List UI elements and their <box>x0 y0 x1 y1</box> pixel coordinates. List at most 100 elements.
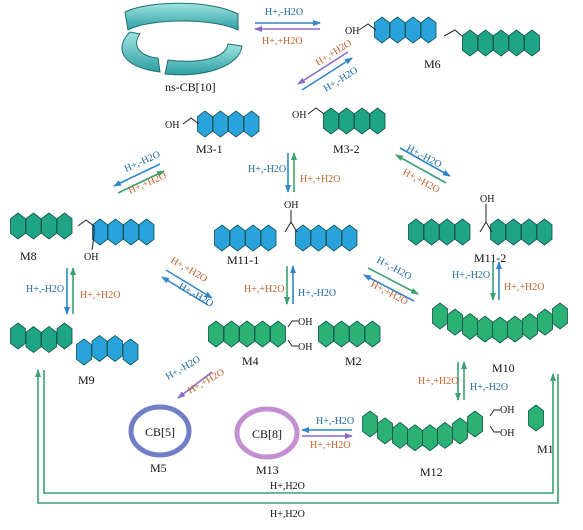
cb8-label: CB[8] <box>252 427 282 441</box>
cond-m8-m9-left: H+,-H2O <box>26 284 64 295</box>
glycoluril-unit <box>318 320 334 348</box>
glycoluril-unit <box>56 322 73 350</box>
arrows <box>35 20 559 504</box>
glycoluril-unit <box>138 218 155 246</box>
glycoluril-unit <box>10 322 26 350</box>
glycoluril-unit <box>452 417 468 445</box>
cond-bottom-2: H+,H2O <box>270 509 305 520</box>
glycoluril-unit <box>362 410 378 438</box>
glycoluril-unit <box>92 218 108 246</box>
molecule-m4 <box>208 320 286 348</box>
glycoluril-unit <box>243 110 260 138</box>
cb5-label: CB[5] <box>145 425 175 439</box>
label-m3-1: M3-1 <box>196 142 223 156</box>
glycoluril-unit <box>208 320 224 348</box>
cond-m3-1-m8-top: H+,-H2O <box>123 149 162 175</box>
condition-labels: H+,-H2O H+,+H2O H+,+H2O H+,-H2O H+,-H2O … <box>26 7 544 520</box>
cond-m6-m3-bottom: H+,-H2O <box>322 65 360 95</box>
glycoluril-unit <box>467 410 483 438</box>
glycoluril-unit <box>295 224 311 252</box>
molecule-m3-1 <box>197 110 260 138</box>
glycoluril-unit <box>552 302 568 330</box>
arrow-m8-to-m3-1 <box>117 170 165 194</box>
cond-m3-1-m8-bottom: H+,+H2O <box>127 170 168 197</box>
glycoluril-unit <box>260 224 277 252</box>
glycoluril-unit <box>10 212 26 240</box>
molecule-m8 <box>10 212 155 246</box>
glycoluril-unit <box>41 212 57 240</box>
cond-bottom-1: H+,H2O <box>270 481 305 492</box>
label-m9: M9 <box>78 373 95 387</box>
molecule-m12 <box>362 410 483 452</box>
cond-m11-m4-left: H+,+H2O <box>244 284 284 295</box>
arrow-m11-2-to-m3-2 <box>395 154 447 184</box>
molecule-m3-2 <box>323 107 386 135</box>
glycoluril-unit <box>437 421 453 449</box>
arrow-m6-to-m3 <box>297 51 349 85</box>
label-m5: M5 <box>150 461 167 475</box>
oh-m11-1: OH <box>284 200 298 211</box>
oh-m3-2: OH <box>292 110 306 121</box>
glycoluril-unit <box>492 316 508 344</box>
glycoluril-unit <box>447 308 463 336</box>
glycoluril-unit <box>505 218 522 246</box>
arrow-m3-2-to-m11-2 <box>399 147 451 177</box>
glycoluril-unit <box>107 334 123 362</box>
glycoluril-unit <box>408 218 424 246</box>
glycoluril-unit <box>389 16 406 44</box>
label-m4: M4 <box>242 354 259 368</box>
glycoluril-unit <box>477 29 494 57</box>
glycoluril-unit <box>405 16 421 44</box>
glycoluril-unit <box>214 224 230 252</box>
cond-cb10-m6-bottom: H+,+H2O <box>262 36 302 47</box>
arrow-m9-to-m10-loop <box>43 370 556 494</box>
arrow-m3-to-m6 <box>301 57 353 91</box>
glycoluril-unit <box>223 320 240 348</box>
glycoluril-unit <box>254 320 271 348</box>
cond-m3-m11-right: H+,+H2O <box>300 174 340 185</box>
oh-m12-top: OH <box>500 405 514 416</box>
glycoluril-unit <box>197 110 213 138</box>
glycoluril-unit <box>521 218 537 246</box>
glycoluril-unit <box>239 320 255 348</box>
arrow-m4-to-m5 <box>177 371 213 399</box>
oh-m6: OH <box>345 26 359 37</box>
glycoluril-unit <box>76 338 92 366</box>
glycoluril-unit <box>423 218 440 246</box>
cond-m11-2-m10-right: H+,+H2O <box>504 282 544 293</box>
label-m11-1: M11-1 <box>227 253 259 267</box>
linkers <box>77 23 500 433</box>
glycoluril-unit <box>25 212 42 240</box>
glycoluril-unit <box>524 29 540 57</box>
label-m12: M12 <box>420 465 443 479</box>
glycoluril-unit <box>369 107 386 135</box>
cond-m6-m3-top: H+,+H2O <box>314 38 354 69</box>
glycoluril-unit <box>56 212 73 240</box>
glycoluril-unit <box>338 107 355 135</box>
glycoluril-unit <box>462 29 478 57</box>
cond-m3-2-m11-2-bottom: H+,+H2O <box>401 167 442 196</box>
cond-m10-m12-right: H+,-H2O <box>470 382 508 393</box>
cond-m12-m13-top: H+,-H2O <box>316 416 354 427</box>
glycoluril-unit <box>407 424 423 452</box>
cb8-ring-icon <box>234 406 300 460</box>
glycoluril-unit <box>341 224 358 252</box>
arrow-m3-1-to-m8 <box>113 163 161 187</box>
glycoluril-unit <box>122 338 139 366</box>
oh-m8: OH <box>84 252 98 263</box>
glycoluril-unit <box>354 107 370 135</box>
glycoluril-unit <box>364 320 381 348</box>
cond-m3-2-m11-2-top: H+,-H2O <box>405 143 444 171</box>
glycoluril-unit <box>392 421 408 449</box>
cond-m8-m9-right: H+,+H2O <box>80 290 120 301</box>
glycoluril-unit <box>537 308 553 336</box>
molecule-m11-1 <box>214 224 358 252</box>
ns-cb10-label: ns-CB[10] <box>165 80 216 94</box>
cond-m11-m10-top: H+,-H2O <box>375 255 414 283</box>
cond-m4-m5-top: H+,-H2O <box>164 354 203 383</box>
arrow-m10-to-m11-1 <box>363 274 415 302</box>
label-m6: M6 <box>424 57 441 71</box>
glycoluril-unit <box>432 302 448 330</box>
glycoluril-unit <box>493 29 509 57</box>
